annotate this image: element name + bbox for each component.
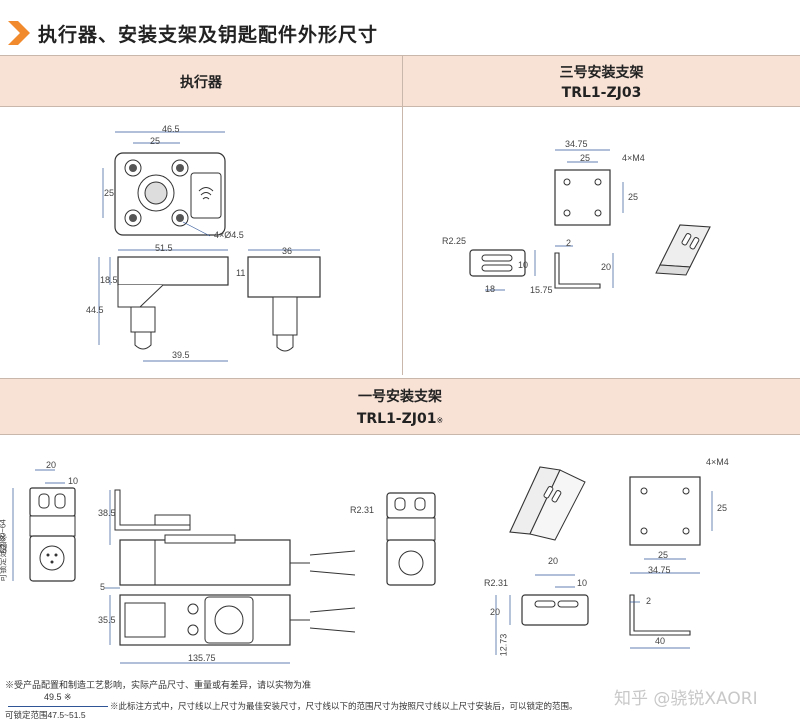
top-header-divider [402, 55, 403, 375]
bracket1-model: TRL1-ZJ01※ [0, 411, 800, 427]
actuator-heading: 执行器 [180, 75, 222, 91]
bracket1-bottom-view [495, 574, 589, 655]
dim-b1-w25: 25 [658, 550, 669, 560]
dim-b1-h25: 25 [717, 503, 728, 513]
dim-b1-20: 20 [46, 460, 57, 470]
dim-b3-holes: 4×M4 [622, 153, 645, 163]
dim-b3-slot-w: 18 [485, 284, 496, 294]
dim-end-width: 36 [282, 246, 293, 256]
note-range-bottom: 可锁定范围47.5~51.5 [5, 710, 86, 720]
dim-actuator-holes: 4×Ø4.5 [214, 230, 244, 240]
bracket1-side-view [105, 489, 356, 664]
bracket3-front-view [554, 149, 624, 226]
dim-b3-inner: 25 [580, 153, 591, 163]
chevron-icon [8, 21, 30, 45]
dim-b1-length: 135.75 [188, 653, 216, 663]
dim-b1-10: 10 [68, 476, 79, 486]
dim-b1-w40: 40 [655, 636, 666, 646]
note-line-1: ※受产品配置和制造工艺影响，实际产品尺寸、重量或有差异，请以实物为准 [5, 680, 312, 690]
note-dim-line [8, 706, 108, 707]
bracket1-heading: 一号安装支架 [358, 389, 442, 405]
dim-side-h1: 18.5 [100, 275, 118, 285]
actuator-side-view [98, 249, 229, 362]
dim-b3-slot-h: 10 [518, 260, 529, 270]
dim-actuator-inner: 25 [150, 136, 161, 146]
dim-side-width: 51.5 [155, 243, 173, 253]
note-line-2: ※此标注方式中，尺寸线以上尺寸为最佳安装尺寸，尺寸线以下的范围尺寸为按照尺寸线以… [110, 701, 578, 711]
middle-header-band [0, 378, 800, 435]
dim-b3-thickness: 2 [566, 238, 572, 248]
dim-b1-radius-low: R2.31 [484, 578, 509, 588]
dim-side-h2: 11 [236, 268, 246, 278]
dim-b3-flange: 20 [601, 262, 612, 272]
dim-b1-low-h20: 20 [490, 607, 501, 617]
bracket1-top-left-view [12, 469, 76, 582]
dim-b1-radius-mid: R2.31 [350, 505, 375, 515]
dim-b3-width: 34.75 [565, 139, 588, 149]
dim-side-bottom: 39.5 [172, 350, 190, 360]
bracket1-iso-view [509, 466, 586, 541]
bracket1-model-text: TRL1-ZJ01 [356, 411, 437, 427]
note-dim-value: 49.5 ※ [44, 692, 72, 702]
bracket1-front-view [629, 476, 713, 574]
dim-b1-low-h1273: 12.73 [498, 633, 509, 657]
bracket1-profile-view [629, 594, 691, 649]
bracket3-heading: 三号安装支架 [559, 65, 644, 81]
dim-b1-holes: 4×M4 [706, 457, 729, 467]
dim-b1-low20: 20 [548, 556, 559, 566]
dim-b1-h38: 38.5 [98, 508, 116, 518]
page-title: 执行器、安装支架及钥匙配件外形尺寸 [38, 24, 379, 46]
dim-b1-w3475: 34.75 [648, 565, 671, 575]
dim-side-total: 44.5 [86, 305, 104, 315]
top-header-band [0, 55, 800, 107]
dim-b3-height: 25 [628, 192, 639, 202]
dim-b3-radius: R2.25 [442, 236, 467, 246]
actuator-top-view [102, 131, 226, 237]
dim-b1-low10: 10 [577, 578, 588, 588]
dim-actuator-left: 25 [104, 188, 115, 198]
bracket1-model-mark: ※ [436, 416, 444, 425]
bracket3-profile-view [554, 245, 614, 289]
dim-b1-range-label: 可锁定范围60~64 [0, 519, 8, 582]
bracket3-iso-view [655, 224, 711, 276]
watermark: 知乎 @骁锐XAORI [614, 689, 758, 709]
dim-b1-d5: 5 [100, 582, 106, 592]
dim-b3-total-h: 15.75 [530, 285, 553, 295]
bracket3-bottom-view [469, 249, 536, 291]
bracket1-end-view [386, 492, 436, 586]
dim-actuator-width: 46.5 [162, 124, 180, 134]
bracket3-model: TRL1-ZJ03 [561, 85, 642, 101]
dim-b1-d35: 35.5 [98, 615, 116, 625]
actuator-end-view [247, 249, 321, 352]
dim-b1-thickness: 2 [646, 596, 652, 606]
